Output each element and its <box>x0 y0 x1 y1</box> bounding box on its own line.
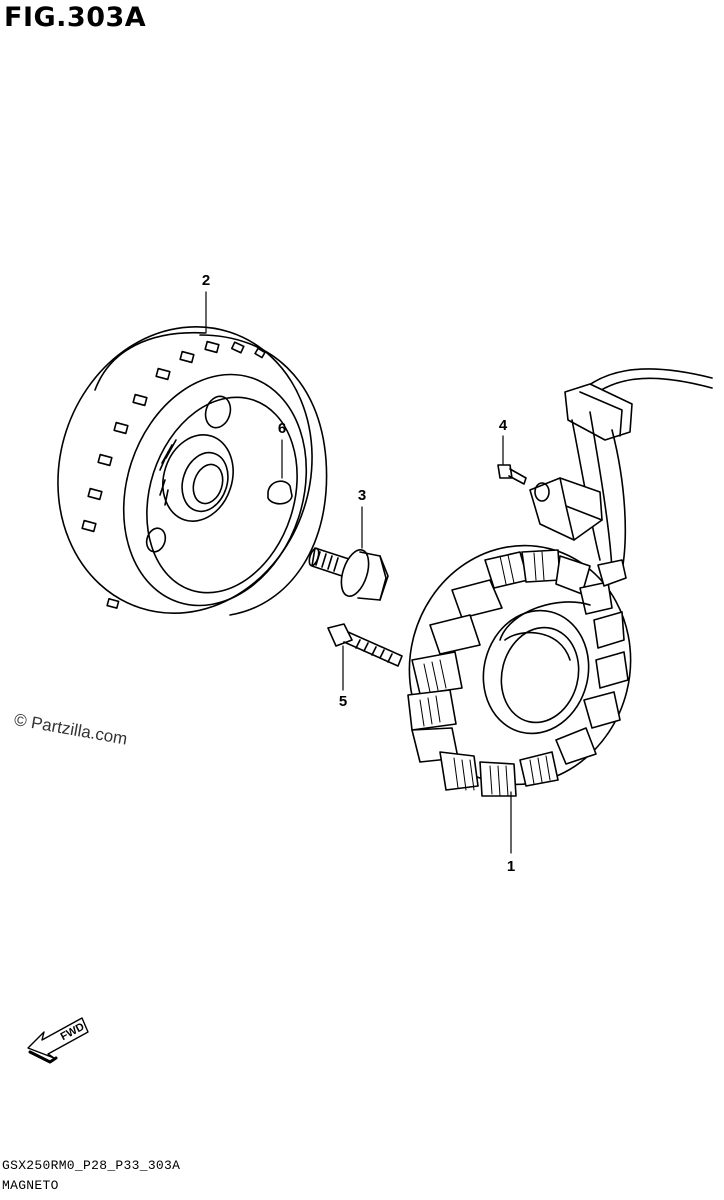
callout-6: 6 <box>277 420 287 437</box>
small-screw-part <box>497 464 527 485</box>
model-code: GSX250RM0_P28_P33_303A <box>2 1158 181 1173</box>
wiring-harness <box>529 368 713 587</box>
callout-1: 1 <box>506 858 516 875</box>
callout-2: 2 <box>201 272 211 289</box>
rotor-bolt-part <box>308 547 389 601</box>
fwd-arrow-icon <box>27 1017 89 1064</box>
callout-3: 3 <box>357 487 367 504</box>
figure-caption: MAGNETO <box>2 1178 59 1193</box>
callout-4: 4 <box>498 417 508 434</box>
rotor-part <box>57 325 328 616</box>
key-part <box>267 480 293 505</box>
figure-title: FIG.303A <box>4 2 147 33</box>
stator-part <box>407 544 632 797</box>
long-screw-part <box>327 623 403 667</box>
leader-lines <box>205 291 512 854</box>
callout-5: 5 <box>338 693 348 710</box>
